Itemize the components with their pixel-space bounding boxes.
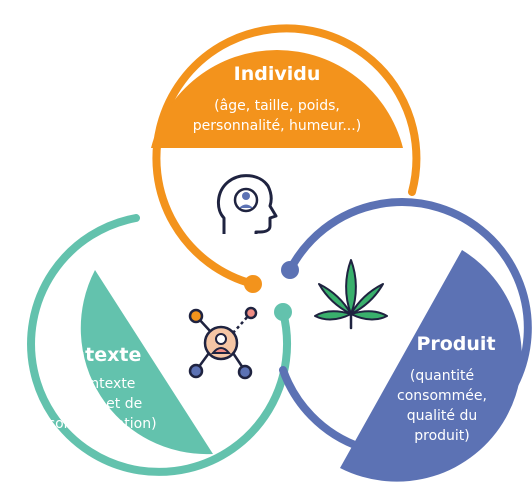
produit-label-area bbox=[340, 250, 522, 482]
produit-title: Produit bbox=[416, 333, 495, 355]
contexte-dot bbox=[274, 303, 292, 321]
produit-description-line: produit) bbox=[414, 428, 470, 444]
individu-label-area bbox=[151, 50, 403, 149]
individu-description-line: (âge, taille, poids, bbox=[214, 98, 340, 114]
individu-dot bbox=[244, 275, 262, 293]
individu-arc bbox=[152, 24, 421, 288]
individu-title: Individu bbox=[234, 63, 321, 85]
contexte-arc bbox=[27, 214, 291, 476]
head-profile-icon bbox=[217, 174, 278, 234]
produit-dot bbox=[281, 261, 299, 279]
contexte-description-line: consommation) bbox=[47, 416, 156, 432]
contexte-description-line: social et de bbox=[62, 396, 142, 412]
produit-description: (quantité consommée, qualité du produit) bbox=[397, 368, 487, 444]
individu-description-line: personnalité, humeur...) bbox=[193, 118, 361, 134]
network-person-icon bbox=[188, 306, 258, 380]
produit-description-line: qualité du bbox=[407, 408, 477, 424]
produit-description-line: consommée, bbox=[397, 388, 487, 404]
contexte-label-area bbox=[80, 270, 214, 455]
contexte-description: (contexte social et de consommation) bbox=[47, 376, 156, 432]
produit-description-line: (quantité bbox=[410, 368, 474, 384]
cannabis-leaf-icon bbox=[314, 259, 388, 330]
contexte-title: Contexte bbox=[45, 344, 142, 366]
individu-description: (âge, taille, poids, personnalité, humeur… bbox=[193, 98, 361, 134]
contexte-description-line: (contexte bbox=[69, 376, 136, 392]
